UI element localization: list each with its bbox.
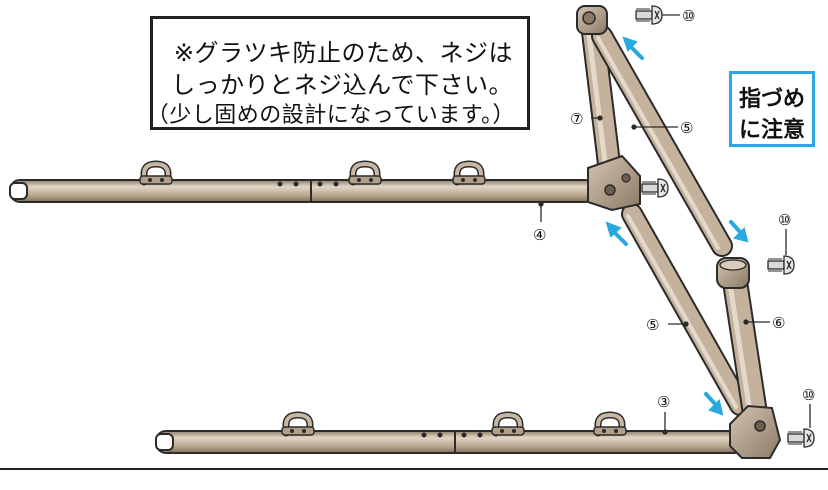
warning-line-1: 指づめ — [738, 87, 805, 112]
callout-10-bottom: ⑩ — [802, 386, 815, 404]
lower-horizontal-pipe — [155, 430, 745, 454]
callout-4: ④ — [533, 226, 546, 244]
upper-horizontal-pipe — [9, 179, 596, 203]
screw-icon — [767, 255, 795, 275]
callout-7: ⑦ — [570, 110, 583, 128]
upper-diagonal-brace — [591, 25, 733, 257]
diagonal-connector-joint — [716, 257, 750, 289]
lower-vertical-pipe — [721, 262, 769, 433]
callout-5-lower: ⑤ — [646, 316, 659, 334]
callout-6: ⑥ — [772, 314, 785, 332]
direction-arrow-icon — [729, 220, 749, 243]
screw-icon — [635, 5, 663, 25]
assembly-notice-box: ※グラツキ防止のため、ネジは しっかりとネジ込んで下さい。 （少し固めの設計にな… — [146, 16, 530, 130]
callout-10-top: ⑩ — [682, 7, 695, 25]
notice-line-2: しっかりとネジ込んで下さい。 — [171, 71, 513, 99]
notice-line-1: ※グラツキ防止のため、ネジは — [173, 39, 513, 67]
hook-icon — [349, 164, 381, 184]
hook-icon — [594, 415, 626, 435]
notice-line-3: （少し固めの設計になっています。） — [146, 103, 515, 128]
hook-icon — [140, 164, 172, 184]
middle-corner-joint — [587, 154, 641, 212]
callout-5-upper: ⑤ — [680, 119, 693, 137]
direction-arrow-icon — [704, 392, 724, 416]
warning-line-2: に注意 — [738, 118, 805, 143]
hook-icon — [282, 415, 314, 435]
finger-pinch-warning-box: 指づめ に注意 — [729, 71, 815, 147]
screw-icon — [787, 428, 815, 448]
callout-10-mid: ⑩ — [778, 211, 791, 229]
bottom-corner-joint — [729, 404, 782, 459]
hook-icon — [453, 164, 485, 184]
callout-3: ③ — [657, 393, 670, 411]
top-joint — [576, 5, 608, 35]
upper-vertical-pipe — [580, 12, 622, 184]
hook-icon — [492, 415, 524, 435]
direction-arrow-icon — [605, 221, 628, 246]
lower-diagonal-brace — [621, 203, 751, 416]
direction-arrow-icon — [622, 36, 644, 60]
screw-icon — [641, 178, 669, 198]
